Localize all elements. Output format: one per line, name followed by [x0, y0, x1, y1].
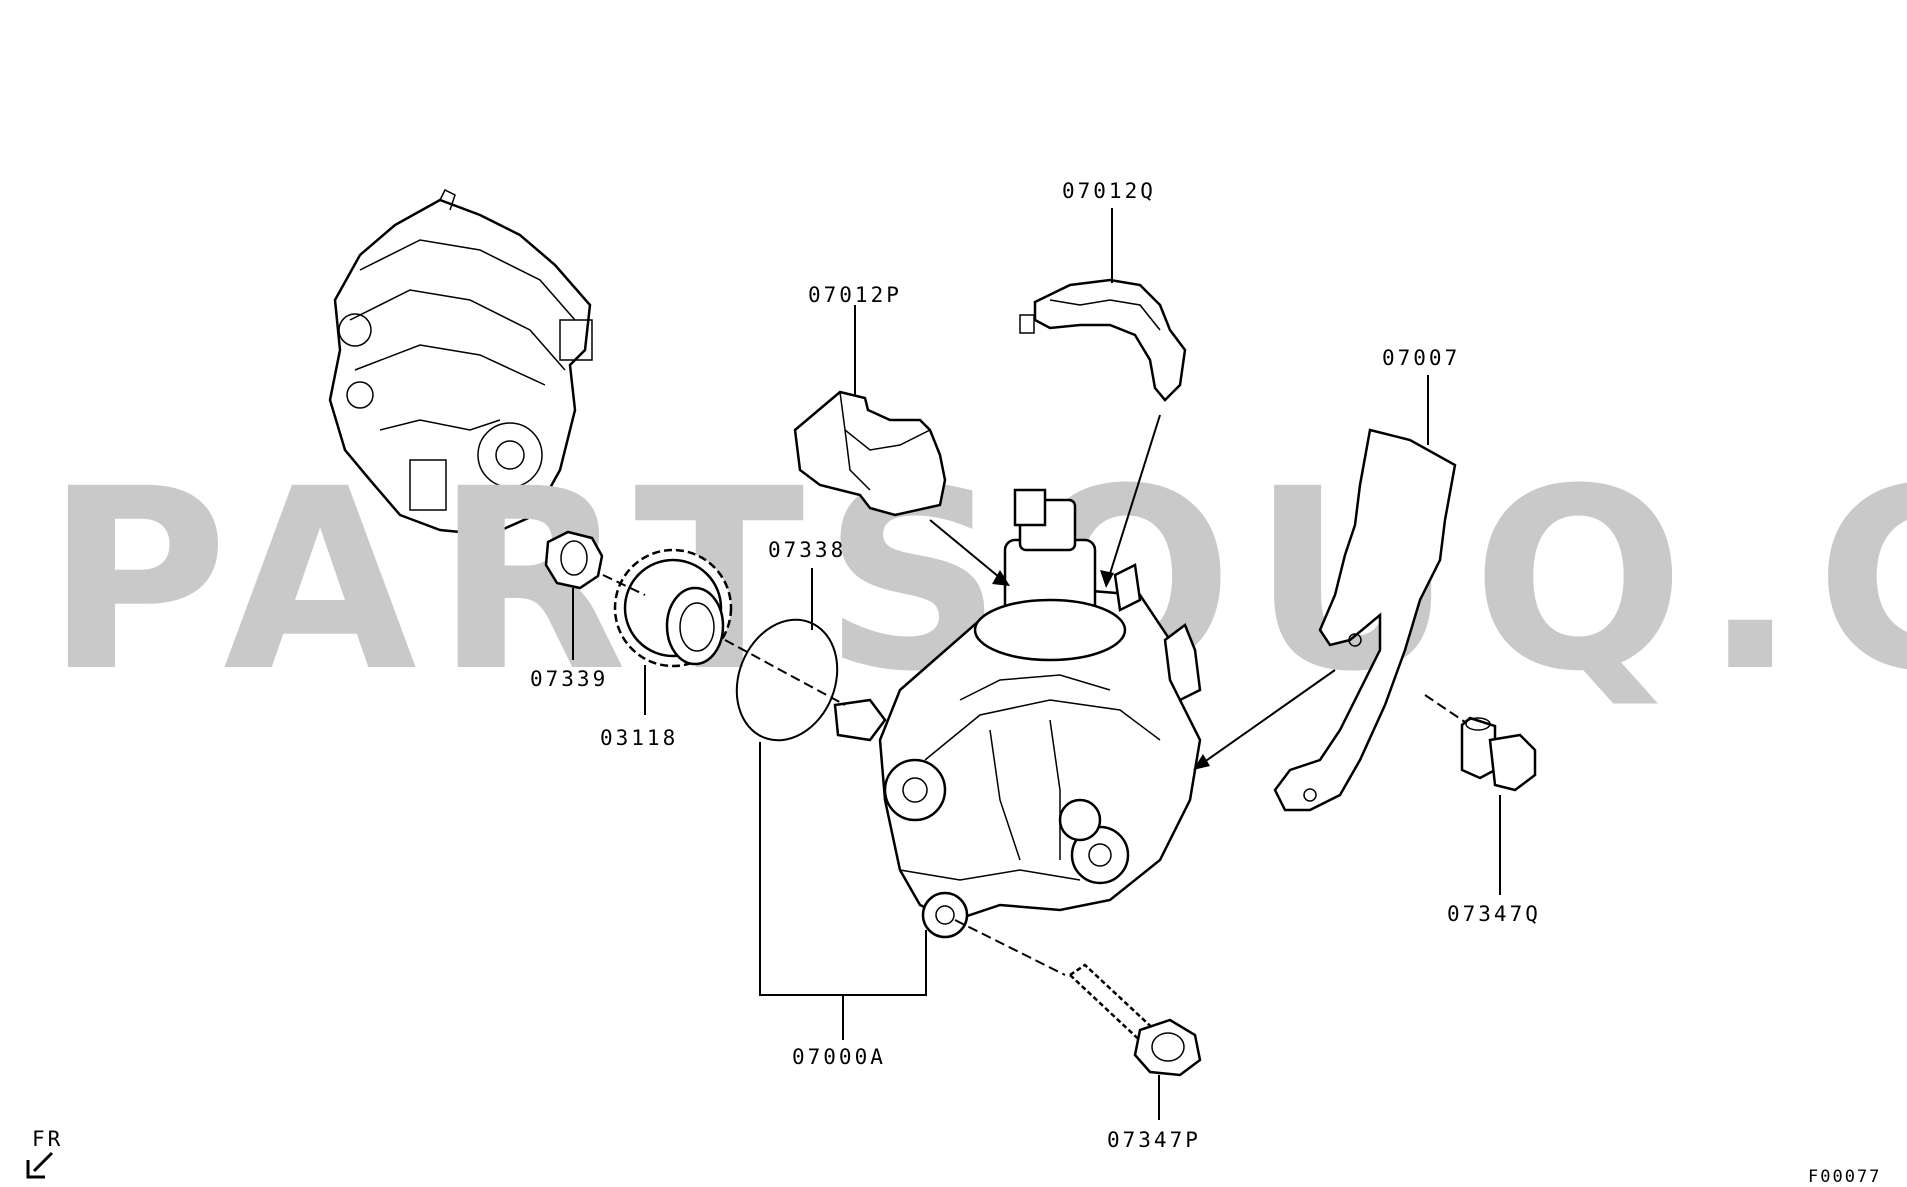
leader-lines: [572, 208, 1501, 1120]
callout-07339: 07339: [530, 667, 608, 691]
part-07347p-bolt: [1067, 963, 1202, 1077]
assembly-arrows: [929, 414, 1336, 770]
direction-label: FR: [32, 1127, 63, 1151]
arrow-head: [1100, 570, 1114, 588]
part-07012q-bracket: [1019, 278, 1187, 402]
part-07000a-fuel-pump: [833, 488, 1202, 939]
callout-07000a: 07000A: [792, 1045, 886, 1069]
part-07012p-bracket: [793, 390, 947, 517]
callout-07347p: 07347P: [1107, 1128, 1201, 1152]
direction-arrow-icon: [26, 1151, 54, 1179]
callout-03118: 03118: [600, 726, 678, 750]
callout-07012p: 07012P: [808, 283, 902, 307]
part-07347q-bolt: [1460, 716, 1537, 792]
callout-07012q: 07012Q: [1062, 179, 1156, 203]
arrow-head: [992, 570, 1010, 586]
figure-code: F00077: [1808, 1167, 1881, 1187]
callout-07007: 07007: [1382, 346, 1460, 370]
part-07007-bracket: [1273, 428, 1457, 812]
callout-07347q: 07347Q: [1447, 902, 1541, 926]
engine-assembly-illustration: [328, 188, 593, 537]
arrow-head: [1193, 754, 1210, 770]
part-07339-nut: [544, 530, 604, 590]
part-03118-gear: [613, 548, 733, 668]
callout-07338: 07338: [768, 538, 846, 562]
